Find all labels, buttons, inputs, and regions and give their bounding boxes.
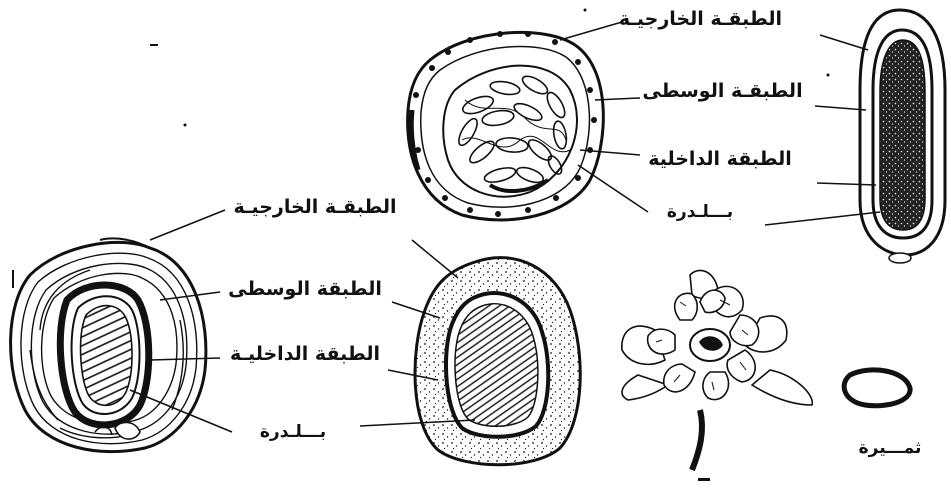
- label-middle-endocarp: الطبقة الداخليـة: [220, 345, 390, 364]
- label-middle-seed: بـــلـدرة: [238, 424, 348, 441]
- label-top-seed: بـــلـدرة: [650, 204, 750, 221]
- label-top-exocarp: الطبقـة الخارجيـة: [622, 10, 782, 29]
- flower-drawing: [622, 270, 812, 470]
- fruit-long-section-right: [860, 10, 945, 263]
- label-middle-exocarp: الطبقـة الخارجيـة: [225, 198, 405, 217]
- fruitlet-drawing: [844, 370, 910, 406]
- label-middle-mesocarp: الطبقة الوسطى: [220, 280, 390, 299]
- label-top-mesocarp: الطبقـة الوسطى: [640, 82, 805, 101]
- label-fruitlet: ثمـــيرة: [840, 440, 940, 457]
- fruit-section-left: [11, 238, 206, 451]
- fruit-section-center: [415, 258, 580, 465]
- fruit-cross-section-top: [408, 31, 604, 220]
- label-top-endocarp: الطبقة الداخلية: [640, 150, 800, 169]
